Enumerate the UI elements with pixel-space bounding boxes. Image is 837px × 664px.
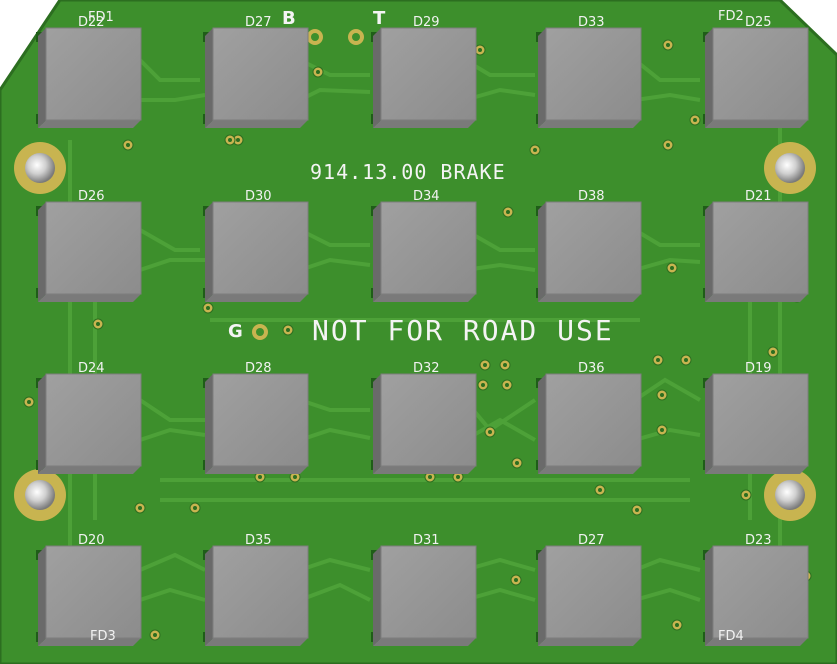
led-ref-label: D35 [245, 533, 272, 548]
via-hole [503, 363, 507, 367]
led-ref-label: D25 [745, 15, 772, 30]
led-ref-label: D27 [245, 15, 272, 30]
via-hole [27, 400, 31, 404]
led-package [703, 545, 809, 646]
led-package [36, 373, 142, 474]
via-hole [506, 210, 510, 214]
led-package [703, 201, 809, 302]
test-point-t-label: T [373, 8, 386, 29]
via-hole [666, 143, 670, 147]
led-ref-label: D19 [745, 361, 772, 376]
led-package [371, 373, 477, 474]
via-hole [505, 383, 509, 387]
via-hole [488, 430, 492, 434]
led-ref-label: D21 [745, 189, 772, 204]
led-package [36, 201, 142, 302]
led-package [536, 201, 642, 302]
via-hole [206, 306, 210, 310]
led-package [36, 545, 142, 646]
fiducial-label: FD4 [718, 629, 744, 644]
led-ref-label: D30 [245, 189, 272, 204]
led-package [36, 27, 142, 128]
via-hole [670, 266, 674, 270]
led-ref-label: D32 [413, 361, 440, 376]
via-hole [316, 70, 320, 74]
test-point-g-label: G [228, 321, 243, 342]
led-ref-label: D20 [78, 533, 105, 548]
led-ref-label: D26 [78, 189, 105, 204]
via-hole [684, 358, 688, 362]
via-hole [286, 328, 290, 332]
part-number-label: 914.13.00 BRAKE [310, 160, 506, 184]
via-hole [293, 475, 297, 479]
via-hole [228, 138, 232, 142]
led-ref-label: D33 [578, 15, 605, 30]
via-hole [514, 578, 518, 582]
via-hole [456, 475, 460, 479]
mounting-hole-bottom-right [764, 469, 816, 521]
via-hole [771, 350, 775, 354]
via-hole [236, 138, 240, 142]
via-hole [193, 506, 197, 510]
test-point-pads [252, 29, 364, 340]
fiducial-label: FD3 [90, 629, 116, 644]
led-package [203, 201, 309, 302]
fiducial-label: FD1 [88, 10, 114, 25]
led-ref-label: D22 [78, 15, 105, 30]
led-ref-label: D38 [578, 189, 605, 204]
led-ref-label: D29 [413, 15, 440, 30]
via-hole [481, 383, 485, 387]
via-hole [138, 506, 142, 510]
led-package [203, 545, 309, 646]
via-hole [635, 508, 639, 512]
mounting-hole-bottom-left [14, 469, 66, 521]
via-hole [660, 393, 664, 397]
led-grid [36, 27, 809, 646]
via-hole [428, 475, 432, 479]
led-ref-label: D23 [745, 533, 772, 548]
led-ref-label: D31 [413, 533, 440, 548]
via-hole [693, 118, 697, 122]
via-hole [515, 461, 519, 465]
via-hole [533, 148, 537, 152]
led-package [703, 27, 809, 128]
via-hole [660, 428, 664, 432]
via-hole [675, 623, 679, 627]
mounting-hole-top-right [764, 142, 816, 194]
led-package [371, 27, 477, 128]
via-hole [478, 48, 482, 52]
via-hole [96, 322, 100, 326]
led-package [703, 373, 809, 474]
via-hole [126, 143, 130, 147]
led-package [203, 27, 309, 128]
led-ref-label: D24 [78, 361, 105, 376]
via-hole [744, 493, 748, 497]
test-point-b-label: B [282, 8, 296, 29]
led-ref-label: D36 [578, 361, 605, 376]
led-ref-label: D34 [413, 189, 440, 204]
warning-label: NOT FOR ROAD USE [312, 314, 614, 347]
via-hole [666, 43, 670, 47]
led-package [536, 545, 642, 646]
led-package [536, 27, 642, 128]
led-package [371, 201, 477, 302]
via-hole [153, 633, 157, 637]
led-package [371, 545, 477, 646]
via-hole [483, 363, 487, 367]
fiducial-label: FD2 [718, 9, 744, 24]
via-hole [656, 358, 660, 362]
led-package [536, 373, 642, 474]
via-hole [598, 488, 602, 492]
led-ref-label: D27 [578, 533, 605, 548]
mounting-hole-top-left [14, 142, 66, 194]
via-hole [258, 475, 262, 479]
led-package [203, 373, 309, 474]
led-ref-label: D28 [245, 361, 272, 376]
